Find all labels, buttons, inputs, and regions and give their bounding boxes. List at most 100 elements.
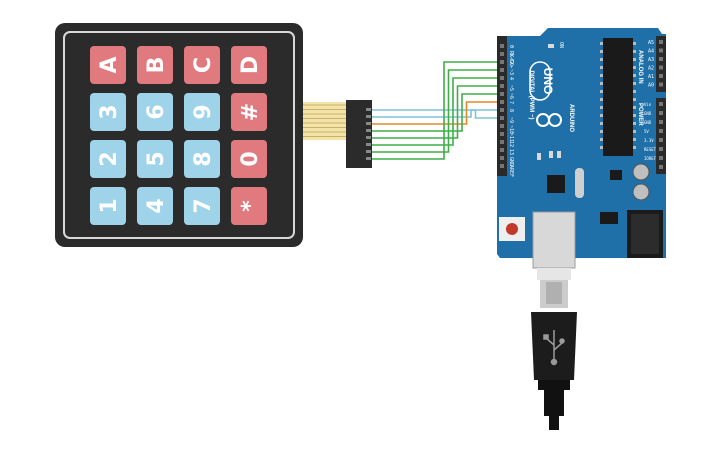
analog-pin[interactable] bbox=[659, 74, 663, 78]
power-pin[interactable] bbox=[659, 156, 663, 160]
digital-pin[interactable] bbox=[500, 148, 504, 152]
jumper-wire[interactable] bbox=[372, 85, 502, 139]
digital-pin[interactable] bbox=[500, 164, 504, 168]
analog-pin[interactable] bbox=[659, 57, 663, 61]
key-0[interactable]: 0 bbox=[231, 140, 267, 178]
jumper-wire[interactable] bbox=[372, 61, 502, 160]
key-D[interactable]: D bbox=[231, 46, 267, 84]
digital-pin[interactable] bbox=[500, 156, 504, 160]
power-pin[interactable] bbox=[659, 111, 663, 115]
digital-pin[interactable] bbox=[500, 84, 504, 88]
usb-controller-chip bbox=[547, 175, 565, 193]
reset-button-cap[interactable] bbox=[506, 223, 518, 235]
power-pin[interactable] bbox=[659, 147, 663, 151]
digital-pin[interactable] bbox=[500, 140, 504, 144]
key-face[interactable] bbox=[184, 187, 220, 225]
key-5[interactable]: 5 bbox=[137, 140, 173, 178]
key-face[interactable] bbox=[231, 187, 267, 225]
key-face[interactable] bbox=[137, 93, 173, 131]
digital-pin[interactable] bbox=[500, 132, 504, 136]
key-9[interactable]: 9 bbox=[184, 93, 220, 131]
analog-in-label: ANALOG IN bbox=[637, 50, 643, 84]
digital-pin[interactable] bbox=[500, 44, 504, 48]
power-pin[interactable] bbox=[659, 138, 663, 142]
analog-pin[interactable] bbox=[659, 48, 663, 53]
key-7[interactable]: 7 bbox=[184, 187, 220, 225]
power-pin-label: GND bbox=[644, 111, 652, 116]
key-face[interactable] bbox=[231, 93, 267, 131]
analog-pin[interactable] bbox=[659, 82, 663, 87]
key-face[interactable] bbox=[90, 46, 126, 84]
digital-pin[interactable] bbox=[500, 100, 504, 104]
jumper-wire[interactable] bbox=[372, 109, 502, 118]
digital-pin-label: 12 bbox=[508, 141, 514, 147]
key-label: 7 bbox=[191, 198, 216, 213]
power-pin-label: IOREF bbox=[644, 156, 657, 161]
key-4[interactable]: 4 bbox=[137, 187, 173, 225]
key-face[interactable] bbox=[90, 187, 126, 225]
digital-pin-label: 8 bbox=[508, 109, 514, 112]
key-*[interactable]: * bbox=[231, 187, 267, 225]
model-label: UNO bbox=[541, 68, 555, 95]
analog-pin-label: A2 bbox=[648, 66, 654, 72]
chip-leg bbox=[600, 58, 603, 61]
digital-pin[interactable] bbox=[500, 76, 504, 80]
key-A[interactable]: A bbox=[90, 46, 126, 84]
key-face[interactable] bbox=[137, 46, 173, 84]
digital-pin[interactable] bbox=[500, 52, 504, 56]
key-face[interactable] bbox=[184, 140, 220, 178]
arduino-uno-board[interactable]: 0 RX⊲1 TX⊳2~34~5~678~9~10~111213GNDAREF … bbox=[497, 28, 666, 269]
key-label: 6 bbox=[144, 104, 169, 119]
digital-pin[interactable] bbox=[500, 124, 504, 128]
power-pin[interactable] bbox=[659, 165, 663, 169]
key-label: 5 bbox=[144, 151, 169, 166]
digital-pin[interactable] bbox=[500, 92, 504, 96]
key-face[interactable] bbox=[184, 46, 220, 84]
key-label: 1 bbox=[97, 198, 122, 213]
digital-pin-label: ~6 bbox=[508, 93, 514, 99]
chip-leg bbox=[633, 50, 636, 53]
digital-pin[interactable] bbox=[500, 116, 504, 120]
digital-pin-label: 7 bbox=[508, 101, 514, 104]
key-#[interactable]: # bbox=[231, 93, 267, 131]
digital-pin[interactable] bbox=[500, 68, 504, 72]
key-1[interactable]: 1 bbox=[90, 187, 126, 225]
key-B[interactable]: B bbox=[137, 46, 173, 84]
usb-cable-boot bbox=[544, 390, 564, 416]
key-face[interactable] bbox=[231, 140, 267, 178]
key-face[interactable] bbox=[137, 140, 173, 178]
digital-pin-label: ~11 bbox=[508, 133, 514, 142]
connector-pin bbox=[366, 136, 371, 139]
jumper-wire[interactable] bbox=[372, 109, 502, 119]
digital-pin[interactable] bbox=[500, 108, 504, 112]
key-6[interactable]: 6 bbox=[137, 93, 173, 131]
usb-cable bbox=[531, 268, 577, 430]
key-C[interactable]: C bbox=[184, 46, 220, 84]
key-2[interactable]: 2 bbox=[90, 140, 126, 178]
power-pin[interactable] bbox=[659, 102, 663, 106]
key-face[interactable] bbox=[137, 187, 173, 225]
key-face[interactable] bbox=[90, 93, 126, 131]
key-face[interactable] bbox=[184, 93, 220, 131]
chip-leg bbox=[600, 146, 603, 149]
key-8[interactable]: 8 bbox=[184, 140, 220, 178]
analog-pin[interactable] bbox=[659, 40, 663, 44]
jumper-wire[interactable] bbox=[372, 101, 502, 125]
digital-pin[interactable] bbox=[500, 60, 504, 64]
key-face[interactable] bbox=[90, 140, 126, 178]
atmega-chip bbox=[603, 38, 633, 156]
key-3[interactable]: 3 bbox=[90, 93, 126, 131]
jumper-wire[interactable] bbox=[372, 69, 502, 153]
power-pin[interactable] bbox=[659, 129, 663, 133]
jumper-wire[interactable] bbox=[372, 93, 502, 132]
jumper-wire[interactable] bbox=[372, 77, 502, 146]
key-face[interactable] bbox=[231, 46, 267, 84]
on-led bbox=[548, 44, 554, 48]
analog-pin[interactable] bbox=[659, 65, 663, 70]
power-pin[interactable] bbox=[659, 120, 663, 124]
key-label: 8 bbox=[191, 151, 216, 166]
chip-leg bbox=[600, 66, 603, 69]
l-led bbox=[537, 153, 541, 160]
key-label: D bbox=[238, 56, 263, 74]
